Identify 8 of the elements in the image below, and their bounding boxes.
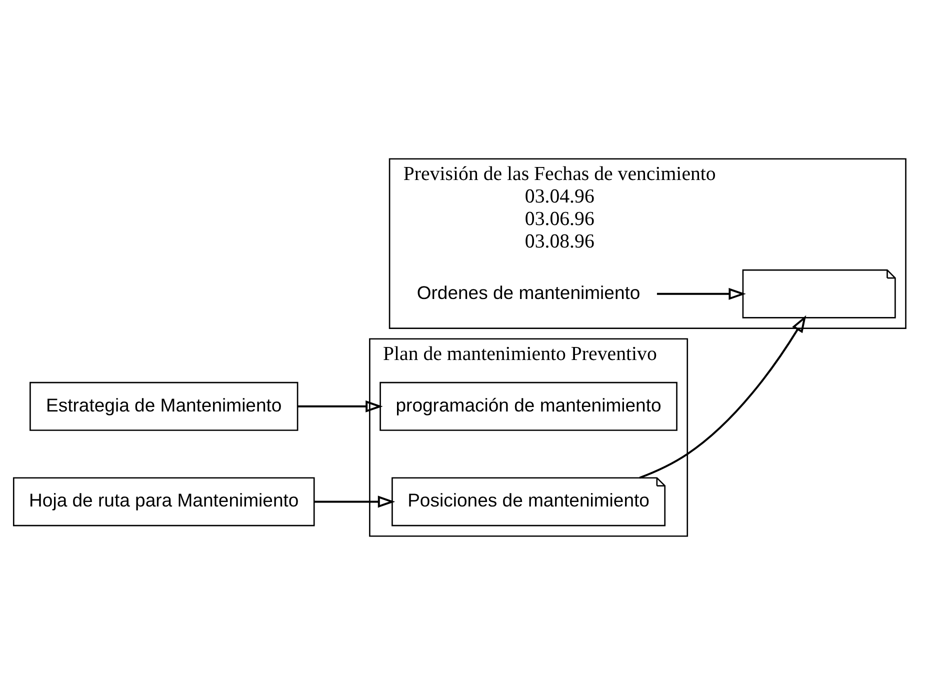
arrow (314, 496, 396, 508)
node-box: Hoja de ruta para Mantenimiento (12, 477, 315, 526)
node-box: Estrategia de Mantenimiento (30, 382, 298, 431)
node-box: programación de mantenimiento (380, 382, 678, 431)
node-text: Ordenes de mantenimiento (416, 282, 640, 303)
arrow (639, 315, 806, 479)
arrow (656, 288, 746, 300)
arrow (298, 400, 383, 412)
